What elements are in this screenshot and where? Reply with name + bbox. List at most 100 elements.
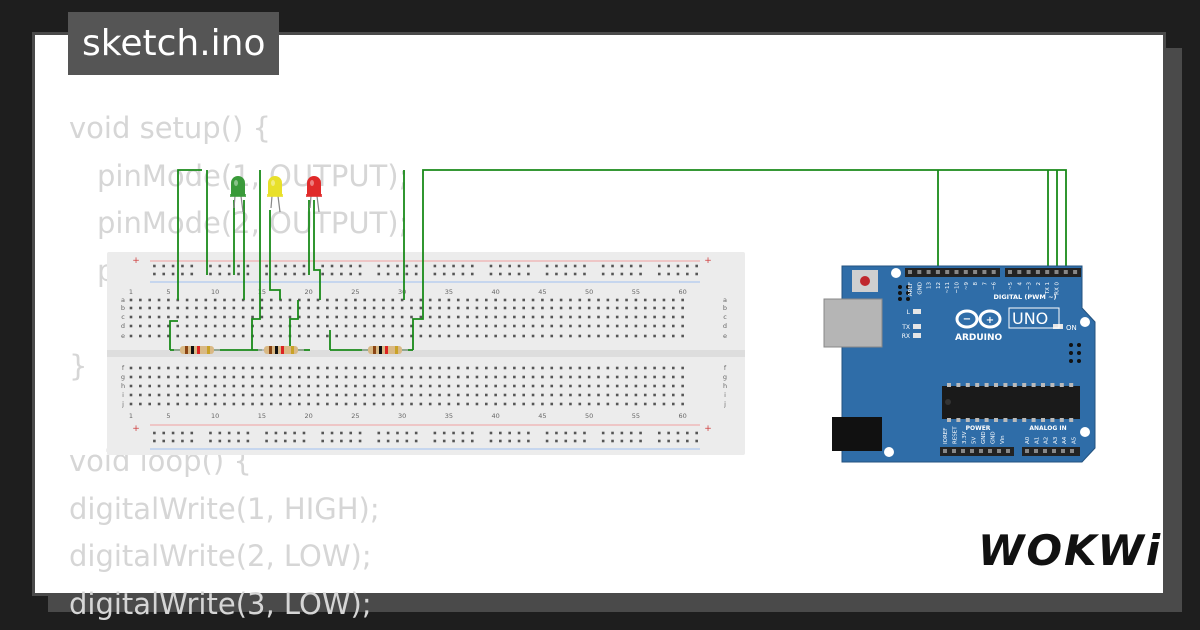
rail-hole: [349, 272, 353, 276]
chip-pin: [1059, 383, 1064, 387]
rail-hole: [190, 272, 194, 276]
breadboard-hole: [157, 298, 161, 302]
breadboard-hole: [335, 366, 338, 370]
rail-hole: [209, 431, 212, 435]
breadboard-hole: [578, 366, 582, 370]
breadboard-hole: [251, 402, 254, 406]
column-number: 5: [166, 288, 170, 296]
rail-hole: [396, 264, 399, 268]
breadboard-hole: [400, 334, 404, 338]
breadboard-hole: [204, 375, 208, 379]
header-pin: [1054, 270, 1059, 274]
rail-hole: [667, 264, 670, 268]
chip-pin: [1041, 383, 1045, 387]
digital-label: DIGITAL (PWM ~): [994, 293, 1057, 301]
chip-pin: [1059, 418, 1064, 422]
breadboard-hole: [653, 315, 656, 319]
breadboard-hole: [204, 315, 208, 319]
led-green: [230, 176, 246, 213]
breadboard-hole: [382, 366, 385, 370]
breadboard-hole: [597, 393, 600, 397]
breadboard-hole: [410, 334, 413, 338]
breadboard-hole: [653, 375, 656, 379]
breadboard-hole: [522, 306, 525, 310]
breadboard-hole: [316, 366, 320, 370]
rail-hole: [461, 439, 465, 443]
breadboard-hole: [251, 393, 254, 397]
usb-port: [823, 298, 883, 348]
breadboard-hole: [531, 402, 535, 406]
breadboard-hole: [288, 402, 292, 406]
breadboard-hole: [298, 393, 301, 397]
breadboard-hole: [335, 334, 338, 338]
breadboard-hole: [223, 306, 226, 310]
rail-hole: [470, 264, 474, 268]
breadboard-hole: [298, 315, 301, 319]
resistor-band: [395, 346, 398, 354]
rail-hole: [396, 439, 399, 443]
breadboard-hole: [185, 384, 189, 388]
breadboard-hole: [419, 384, 423, 388]
breadboard-hole: [288, 375, 292, 379]
rail-hole: [686, 439, 689, 443]
breadboard-hole: [475, 366, 479, 370]
breadboard-hole: [288, 306, 292, 310]
column-number: 20: [305, 288, 313, 296]
breadboard-hole: [167, 334, 170, 338]
breadboard-hole: [279, 324, 282, 328]
rail-hole: [686, 272, 689, 276]
breadboard-hole: [213, 375, 217, 379]
breadboard-hole: [269, 306, 273, 310]
breadboard-hole: [335, 402, 338, 406]
pin-label: 5V: [972, 437, 978, 444]
breadboard-hole: [569, 315, 572, 319]
breadboard-hole: [550, 384, 554, 388]
breadboard-hole: [672, 324, 675, 328]
row-letter: e: [121, 332, 125, 340]
breadboard-hole: [438, 375, 441, 379]
breadboard-hole: [672, 402, 675, 406]
breadboard-hole: [615, 315, 619, 319]
breadboard-hole: [653, 306, 656, 310]
breadboard-hole: [681, 324, 684, 328]
breadboard-hole: [279, 334, 282, 338]
rail-hole: [611, 431, 614, 435]
indicator-led: [913, 324, 921, 329]
breadboard-hole: [241, 393, 245, 397]
breadboard-hole: [587, 366, 591, 370]
breadboard-hole: [307, 324, 310, 328]
breadboard-hole: [288, 366, 292, 370]
header-pin: [982, 270, 987, 274]
row-letter: h: [121, 382, 125, 390]
breadboard-hole: [531, 315, 535, 319]
rail-hole: [442, 431, 446, 435]
breadboard-hole: [606, 393, 610, 397]
breadboard-hole: [438, 366, 441, 370]
model-label: UNO: [1012, 309, 1048, 328]
breadboard-hole: [447, 393, 451, 397]
breadboard-hole: [176, 366, 180, 370]
breadboard-hole: [195, 393, 198, 397]
rail-hole: [349, 431, 353, 435]
breadboard-hole: [307, 334, 310, 338]
breadboard-hole: [475, 384, 479, 388]
resistor-band: [275, 346, 278, 354]
chip-pin: [965, 383, 970, 387]
breadboard-hole: [625, 324, 628, 328]
breadboard-hole: [475, 324, 479, 328]
breadboard-hole: [662, 306, 666, 310]
rail-hole: [246, 439, 250, 443]
rail-hole: [293, 431, 296, 435]
column-number: 30: [398, 412, 406, 420]
mounting-hole: [884, 447, 894, 457]
breadboard-hole: [354, 393, 357, 397]
led-lead: [309, 195, 312, 209]
breadboard-hole: [260, 393, 264, 397]
led-lead: [270, 195, 273, 209]
rail-hole: [489, 431, 493, 435]
rail-hole: [153, 272, 156, 276]
breadboard-hole: [541, 324, 544, 328]
breadboard-hole: [494, 315, 497, 319]
breadboard-hole: [363, 315, 367, 319]
